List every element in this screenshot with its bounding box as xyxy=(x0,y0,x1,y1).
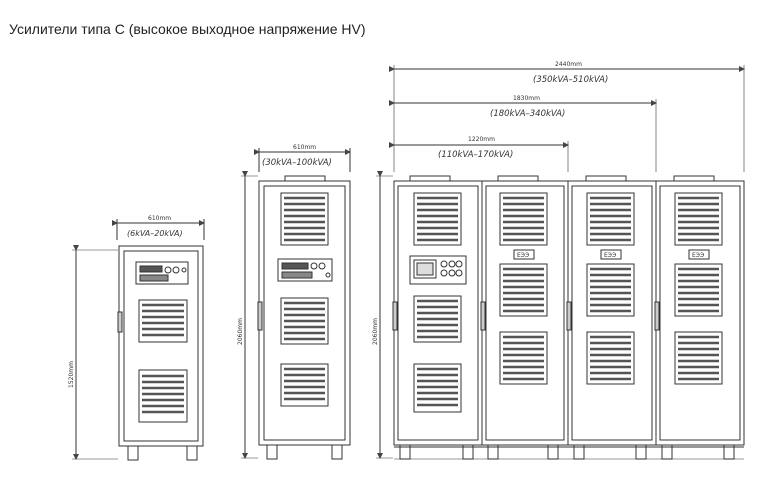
medium-range-label: (30kVA–100kVA) xyxy=(262,158,332,168)
large-width-3-label: 2440mm xyxy=(555,61,582,68)
page-title: Усилители типа С (высокое выходное напря… xyxy=(9,21,366,37)
large-range-3-label: (350kVA–510kVA) xyxy=(533,75,608,85)
tag-label-2: ЕЭЭ xyxy=(517,252,529,259)
medium-width-label: 610mm xyxy=(293,144,316,151)
small-range-label: (6kVA–20kVA) xyxy=(127,229,183,238)
vents-medium-3 xyxy=(284,367,325,401)
vents-large xyxy=(417,196,719,407)
vents-small-1 xyxy=(142,303,184,337)
cabinet-small xyxy=(72,219,205,461)
vents-medium-2 xyxy=(284,301,325,341)
large-width-2-label: 1830mm xyxy=(513,95,540,102)
large-width-1-label: 1220mm xyxy=(468,136,495,143)
tag-label-3: ЕЭЭ xyxy=(604,252,616,259)
vents-small-2 xyxy=(142,374,184,414)
small-width-label: 610mm xyxy=(148,215,171,222)
large-height-label: 2060mm xyxy=(372,318,379,345)
vents-medium-1 xyxy=(284,196,325,242)
large-range-1-label: (110kVA–170kVA) xyxy=(438,150,513,160)
large-range-2-label: (180kVA–340kVA) xyxy=(490,109,565,119)
small-height-label: 1520mm xyxy=(68,361,75,388)
cabinet-large xyxy=(376,65,745,460)
medium-height-label: 2060mm xyxy=(237,318,244,345)
tag-label-4: ЕЭЭ xyxy=(692,252,704,259)
